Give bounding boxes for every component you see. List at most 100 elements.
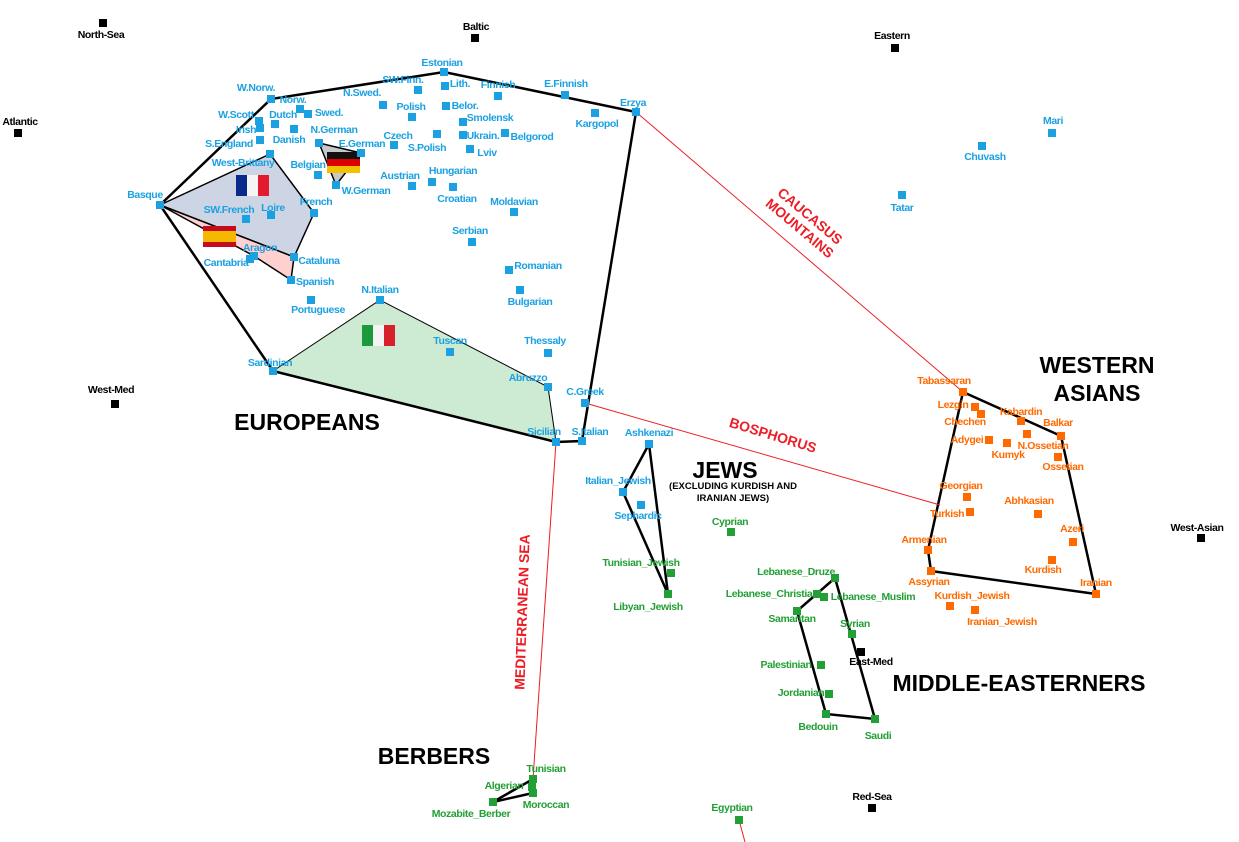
- point-cantabria: [246, 255, 254, 263]
- label-moldavian: Moldavian: [490, 196, 538, 208]
- point-lebanese-muslim: [820, 593, 828, 601]
- point-e-finnish: [561, 91, 569, 99]
- label-chuvash: Chuvash: [964, 151, 1006, 163]
- point-bulgarian: [516, 286, 524, 294]
- point-assyrian: [927, 567, 935, 575]
- point-west-med: [111, 400, 119, 408]
- label-libyan-jewish: Libyan_Jewish: [613, 601, 683, 613]
- label-swed-: Swed.: [314, 107, 344, 119]
- point-czech: [390, 141, 398, 149]
- label-georgian: Georgian: [939, 480, 983, 492]
- label-atlantic: Atlantic: [2, 116, 38, 128]
- point-mozabite-berber: [489, 798, 497, 806]
- label-austrian: Austrian: [380, 170, 420, 182]
- label-jordanian: Jordanian: [777, 687, 825, 699]
- label-ashkenazi: Ashkenazi: [624, 427, 674, 439]
- point-kurdish-jewish: [946, 602, 954, 610]
- label-lebanese-druze: Lebanese_Druze: [757, 566, 835, 578]
- point-kumyk: [1003, 439, 1011, 447]
- label-s-polish: S.Polish: [407, 142, 447, 154]
- label-north-sea: North-Sea: [77, 29, 125, 41]
- label-sicilian: Sicilian: [527, 426, 561, 438]
- point-w-german: [332, 181, 340, 189]
- label-west-med: West-Med: [87, 384, 135, 396]
- point-s-england: [256, 136, 264, 144]
- point-tunisian-jewish: [667, 569, 675, 577]
- point-west-asian: [1197, 534, 1205, 542]
- label-n-swed-: N.Swed.: [342, 87, 382, 99]
- point-loire: [267, 211, 275, 219]
- point-tabassaran: [959, 388, 967, 396]
- label-danish: Danish: [272, 134, 306, 146]
- label-spanish: Spanish: [295, 276, 335, 288]
- label-west-asian: West-Asian: [1170, 522, 1224, 534]
- label-belor-: Belor.: [451, 100, 479, 112]
- label-eastern: Eastern: [874, 30, 910, 42]
- point-azeri: [1069, 538, 1077, 546]
- label-sw-finn-: SW.Finn.: [382, 74, 424, 86]
- label-moroccan: Moroccan: [522, 799, 570, 811]
- point-dutch: [271, 120, 279, 128]
- label-sardinian: Sardinian: [247, 357, 293, 369]
- label-belgorod: Belgorod: [510, 131, 554, 143]
- label-kabardin: Kabardin: [999, 406, 1043, 418]
- label-kargopol: Kargopol: [575, 118, 619, 130]
- point-danish: [290, 125, 298, 133]
- point-palestinian: [817, 661, 825, 669]
- point-thessaly: [544, 349, 552, 357]
- point-polish: [408, 113, 416, 121]
- point-finnish: [494, 92, 502, 100]
- point-n-italian: [376, 296, 384, 304]
- bosphorus-line: [584, 402, 941, 506]
- label-n-italian: N.Italian: [361, 284, 399, 296]
- point-chechen: [977, 410, 985, 418]
- point-north-sea: [99, 19, 107, 27]
- label-portuguese: Portuguese: [291, 304, 345, 316]
- label-polish: Polish: [396, 101, 426, 113]
- point-w-scott: [255, 117, 263, 125]
- point-portuguese: [307, 296, 315, 304]
- point-ukrain-: [459, 131, 467, 139]
- point-georgian: [963, 493, 971, 501]
- label-cataluna: Cataluna: [298, 255, 340, 267]
- label-kumyk: Kumyk: [991, 449, 1025, 461]
- point-sw-finn-: [414, 86, 422, 94]
- label-samaritan: Samaritan: [768, 613, 816, 625]
- mediterranean-line: [532, 441, 557, 780]
- point-lith-: [441, 82, 449, 90]
- label-balkar: Balkar: [1043, 417, 1073, 429]
- label-lebanese-christian: Lebanese_Christian: [725, 588, 819, 600]
- point-s-polish: [433, 130, 441, 138]
- point-w-norw-: [267, 95, 275, 103]
- point-turkish: [966, 508, 974, 516]
- label-lith-: Lith.: [449, 78, 471, 90]
- point-belor-: [442, 102, 450, 110]
- point-tatar: [898, 191, 906, 199]
- label-s-italian: S.Italian: [571, 426, 609, 438]
- label-chechen: Chechen: [944, 416, 986, 428]
- point-hungarian: [428, 178, 436, 186]
- point-syrian: [848, 630, 856, 638]
- label-ukrain-: Ukrain.: [466, 130, 500, 142]
- point-sephardic: [637, 501, 645, 509]
- jews-note-line-2: IRANIAN JEWS): [696, 493, 770, 504]
- label-italian-jewish: Italian_Jewish: [585, 475, 651, 487]
- caucasus-line: [635, 111, 964, 393]
- point-romanian: [505, 266, 513, 274]
- label-assyrian: Assyrian: [908, 576, 950, 588]
- label-czech: Czech: [383, 130, 413, 142]
- point-irish: [256, 124, 264, 132]
- italy-flag: [362, 325, 395, 346]
- label-abruzzo: Abruzzo: [508, 372, 548, 384]
- label-baltic: Baltic: [462, 21, 490, 33]
- label-estonian: Estonian: [421, 57, 463, 69]
- point-sw-french: [242, 215, 250, 223]
- europeans-hull: [158, 70, 638, 444]
- point-c-greek: [581, 399, 589, 407]
- point-moroccan: [529, 789, 537, 797]
- label-hungarian: Hungarian: [428, 165, 478, 177]
- point-belgian: [314, 171, 322, 179]
- point-cataluna: [290, 253, 298, 261]
